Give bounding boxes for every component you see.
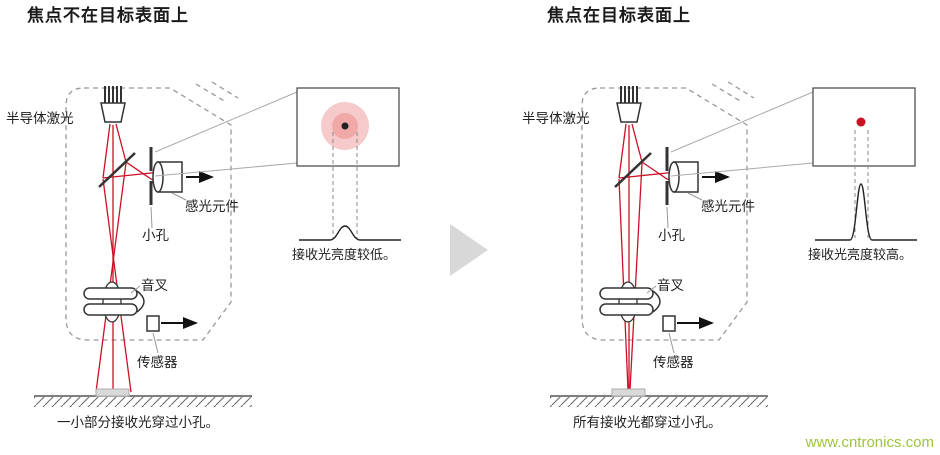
pinhole-label-right: 小孔 [658, 228, 685, 243]
inset-note-left: 接收光亮度较低。 [292, 247, 397, 262]
tuning-fork [599, 281, 661, 323]
caption-left: 一小部分接收光穿过小孔。 [57, 415, 219, 430]
beam-splitter-mirror [614, 152, 652, 188]
ground [34, 388, 252, 407]
focused-spot [856, 117, 866, 127]
target-pad [95, 388, 130, 397]
dashed-enclosure [581, 87, 748, 341]
photocell-label-right: 感光元件 [701, 199, 755, 214]
sensor-label-right: 传感器 [653, 355, 694, 370]
ground [550, 388, 768, 407]
laser-label-left: 半导体激光 [6, 111, 74, 126]
panel-right-title: 焦点在目标表面上 [547, 6, 691, 25]
photocell-label-left: 感光元件 [185, 199, 239, 214]
sensor-label-left: 传感器 [137, 355, 178, 370]
watermark-text: www.cntronics.com [805, 434, 934, 451]
dashed-enclosure [65, 87, 232, 341]
inset-leader-lines [154, 91, 298, 177]
panel-left-diagram [34, 81, 401, 407]
laser-label-right: 半导体激光 [522, 111, 590, 126]
label-leader-lines [130, 192, 187, 354]
laser-diode-icon [616, 86, 642, 123]
divider-arrow-icon [450, 224, 488, 276]
target-pad [611, 388, 646, 397]
pinhole-label-left: 小孔 [142, 228, 169, 243]
panel-right-diagram [550, 81, 917, 407]
photocell [668, 161, 730, 193]
inset-box [812, 87, 916, 167]
dashed-drop-lines [332, 132, 358, 238]
inset-leader-lines [670, 91, 814, 177]
sensor [662, 315, 714, 332]
caption-right: 所有接收光都穿过小孔。 [573, 415, 722, 430]
tuning-fork-label-right: 音叉 [657, 278, 684, 293]
defocused-spot [321, 102, 369, 150]
dashed-drop-lines [854, 130, 869, 238]
laser-diode-icon [100, 86, 126, 123]
panel-left-title: 焦点不在目标表面上 [27, 6, 189, 25]
label-leader-lines [646, 192, 703, 354]
intensity-curve-high [815, 183, 917, 241]
tuning-fork [83, 281, 145, 323]
inset-note-right: 接收光亮度较高。 [808, 247, 913, 262]
sensor [146, 315, 198, 332]
tuning-fork-label-left: 音叉 [141, 278, 168, 293]
beam-splitter-mirror [98, 152, 136, 188]
intensity-curve-low [299, 225, 401, 241]
photocell [152, 161, 214, 193]
dashed-corner-lines [195, 81, 239, 103]
dashed-corner-lines [711, 81, 755, 103]
